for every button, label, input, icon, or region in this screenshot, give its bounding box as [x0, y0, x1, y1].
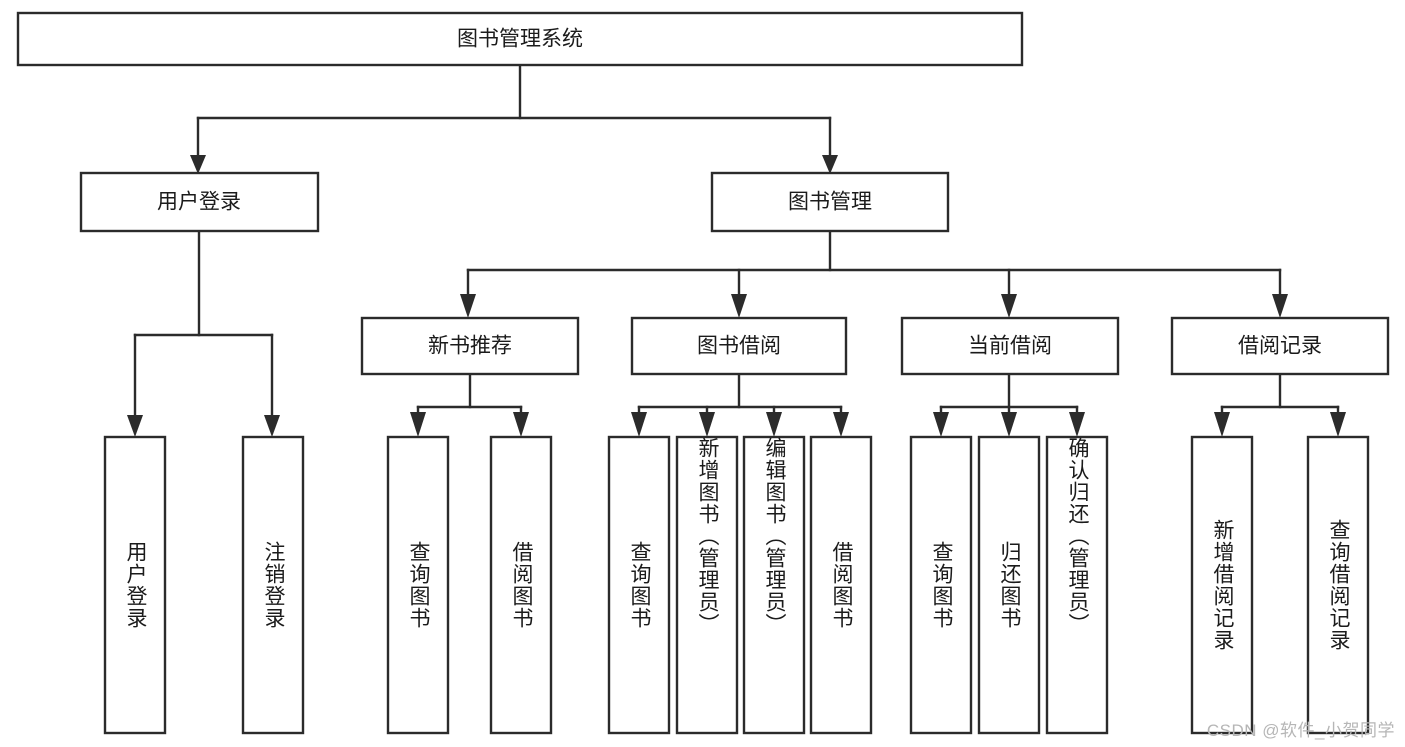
arrow-head-user-login [190, 155, 206, 174]
arrow-head-book-borrow [731, 294, 747, 318]
node-current-borrow-label: 当前借阅 [968, 335, 1052, 358]
node-book-management-label: 图书管理 [788, 191, 872, 214]
node-new-book-recommend-label: 新书推荐 [428, 335, 512, 358]
node-user-login[interactable] [79, 171, 320, 233]
node-root-label: 图书管理系统 [457, 28, 583, 51]
arrow-head-bb-borrow [833, 412, 849, 437]
connector-group-root [190, 63, 838, 174]
node-leaf-user-login[interactable] [103, 435, 167, 735]
arrow-head-leaf-user-login [127, 415, 143, 437]
watermark-text: CSDN @软件_小贺同学 [1206, 721, 1395, 740]
arrow-head-borrow-records [1272, 294, 1288, 318]
node-leaf-cb-confirm-return[interactable] [1045, 435, 1109, 735]
node-leaf-nb-query-book[interactable] [386, 435, 450, 735]
node-leaf-bb-edit-book[interactable] [742, 435, 806, 735]
arrow-head-new-book [460, 294, 476, 318]
arrow-head-leaf-logout [264, 415, 280, 437]
node-new-book-recommend[interactable] [360, 316, 580, 376]
connector-group-new-book [410, 372, 529, 437]
arrow-head-bb-add [699, 412, 715, 437]
node-book-borrow-label: 图书借阅 [697, 335, 781, 358]
arrow-head-current-borrow [1001, 294, 1017, 318]
node-borrow-records-label: 借阅记录 [1238, 335, 1322, 358]
node-leaf-nb-borrow-book[interactable] [489, 435, 553, 735]
node-leaf-br-query-record[interactable] [1306, 435, 1370, 735]
node-leaf-br-add-record[interactable] [1190, 435, 1254, 735]
connector-group-book-borrow [631, 372, 849, 437]
node-user-login-label: 用户登录 [157, 191, 241, 214]
arrow-head-bb-edit [766, 412, 782, 437]
node-book-management[interactable] [710, 171, 950, 233]
node-root[interactable] [16, 11, 1024, 67]
node-leaf-bb-borrow-book[interactable] [809, 435, 873, 735]
connector-group-user-login [127, 229, 280, 437]
node-leaf-bb-add-book[interactable] [675, 435, 739, 735]
connector-group-borrow-records [1214, 372, 1346, 437]
arrow-head-br-add [1214, 412, 1230, 437]
node-leaf-cb-query-book[interactable] [909, 435, 973, 735]
arrow-head-nb-borrow [513, 412, 529, 437]
arrow-head-cb-confirm [1069, 412, 1085, 437]
connector-group-current-borrow [933, 372, 1085, 437]
node-book-borrow[interactable] [630, 316, 848, 376]
node-leaf-logout[interactable] [241, 435, 305, 735]
arrow-head-book-mgmt [822, 155, 838, 174]
node-borrow-records[interactable] [1170, 316, 1390, 376]
arrow-head-cb-return [1001, 412, 1017, 437]
arrow-head-nb-query [410, 412, 426, 437]
node-leaf-bb-query-book[interactable] [607, 435, 671, 735]
arrow-head-br-query [1330, 412, 1346, 437]
connector-group-book-mgmt [460, 229, 1288, 318]
arrow-head-bb-query [631, 412, 647, 437]
node-current-borrow[interactable] [900, 316, 1120, 376]
node-leaf-cb-return-book[interactable] [977, 435, 1041, 735]
arrow-head-cb-query [933, 412, 949, 437]
